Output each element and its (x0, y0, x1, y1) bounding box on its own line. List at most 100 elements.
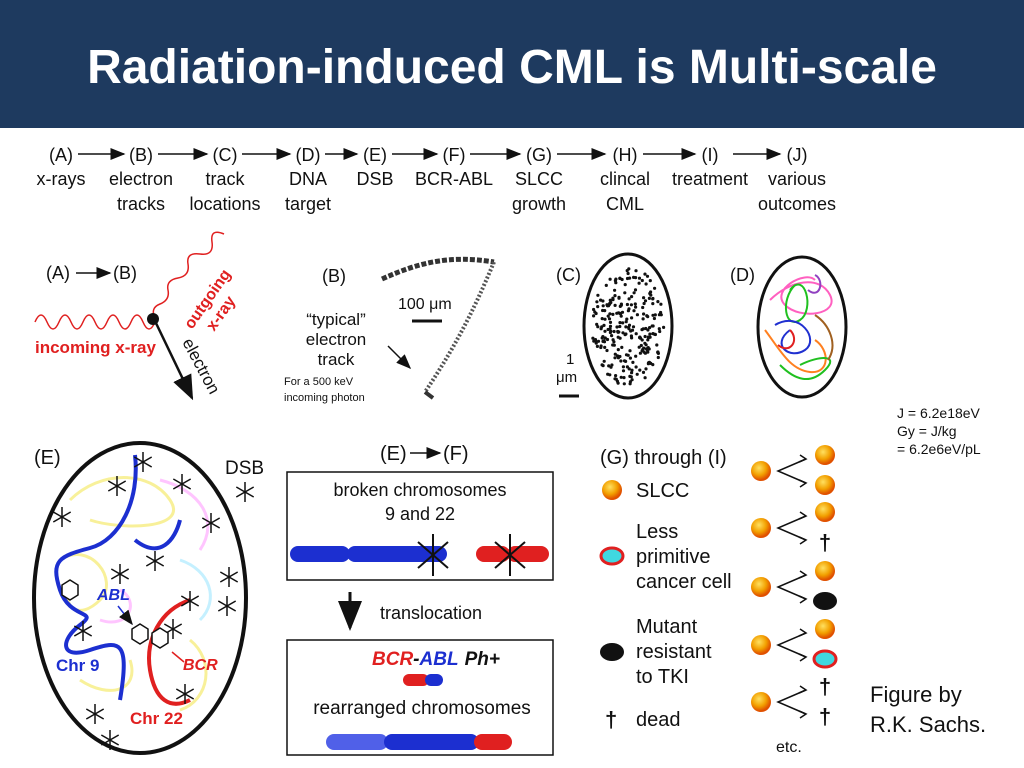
track-dot (638, 335, 642, 339)
track-dot (633, 288, 638, 292)
track-dot (600, 317, 604, 321)
track-dot (613, 303, 617, 307)
track-dot (607, 317, 612, 321)
chr9-path (54, 454, 138, 701)
panel-g: (G) through (I) SLCC Less primitive canc… (599, 445, 838, 756)
flow-id-9: (J) (787, 145, 808, 165)
credit-line-2: R.K. Sachs. (870, 712, 987, 737)
incoming-label: incoming x-ray (35, 338, 156, 357)
track-dot (628, 382, 632, 386)
dead-legend-icon: † (605, 707, 617, 732)
photon-note-1: For a 500 keV (284, 376, 354, 388)
track-dot (659, 313, 663, 317)
dsb-star (201, 513, 221, 533)
parent-slcc (751, 692, 771, 712)
track-dots (591, 267, 666, 386)
track-dot (622, 382, 626, 386)
track-dot (625, 269, 629, 273)
track-dot (613, 279, 618, 283)
dsb-star (52, 507, 72, 527)
split-arrow (776, 632, 807, 658)
rearr-chr-red (474, 734, 512, 750)
track-dot (615, 325, 619, 329)
track-dot (592, 314, 596, 318)
dsb-star (85, 704, 105, 724)
track-dot (621, 365, 626, 369)
track-dot (624, 320, 628, 324)
chr22-right (507, 546, 549, 562)
track-dot (643, 272, 647, 276)
track-top (380, 256, 495, 282)
track-dot (645, 314, 649, 318)
flow-label-4: DSB (356, 169, 393, 189)
track-dot (601, 304, 605, 308)
flow-id-1: (B) (129, 145, 153, 165)
track-dot (659, 302, 663, 306)
dsb-star (107, 476, 127, 496)
track-dot (630, 378, 634, 382)
track-dot (594, 341, 598, 345)
track-dot (622, 359, 627, 363)
panel-d-label: (D) (730, 265, 755, 285)
track-dot (618, 276, 622, 280)
track-dot (641, 317, 645, 321)
chr9-right (347, 546, 447, 562)
track-dot (631, 360, 635, 364)
track-dot (608, 324, 613, 328)
track-dot (608, 330, 613, 335)
track-dot (634, 354, 638, 358)
track-dot (599, 298, 603, 302)
track-dot (648, 326, 652, 330)
track-dot (613, 377, 617, 381)
track-dot (603, 345, 607, 349)
track-dot (653, 286, 657, 290)
track-dot (642, 312, 646, 316)
track-dot (615, 354, 620, 358)
track-dot (644, 343, 648, 347)
track-dot (596, 293, 600, 297)
track-dot (608, 277, 612, 281)
track-dot (651, 363, 655, 367)
track-dot (633, 302, 637, 306)
track-dot (655, 343, 659, 347)
track-dot (641, 327, 645, 331)
panel-ab-b: (B) (113, 263, 137, 283)
dsb-star (175, 684, 195, 704)
track-dot (606, 327, 610, 332)
track-dot (595, 300, 599, 304)
track-dot (613, 356, 617, 360)
track-dot (644, 367, 648, 371)
track-dot (648, 291, 652, 296)
dsb-star (110, 564, 130, 584)
track-dot (593, 338, 598, 342)
flow-label-7: clincal (600, 169, 650, 189)
track-dot (648, 279, 652, 283)
chr22-label: Chr 22 (130, 709, 183, 728)
track-dot (610, 334, 614, 338)
nucleus-e (32, 441, 248, 755)
track-dot (618, 336, 622, 340)
etc-label: etc. (776, 739, 802, 756)
track-dot (634, 305, 638, 309)
track-dot (632, 291, 636, 295)
flow-label-1: electron (109, 169, 173, 189)
track-dot (620, 345, 624, 349)
track-dot (653, 332, 657, 336)
track-dot (627, 323, 632, 327)
dsb-star (73, 621, 93, 641)
panel-d: (D) (730, 255, 848, 399)
flow-label-3: DNA (289, 169, 327, 189)
mutant-label-3: to TKI (636, 666, 689, 688)
track-dot (641, 370, 646, 374)
track-dot (644, 282, 648, 286)
ph-chromosome-red (403, 674, 429, 686)
track-dot (593, 310, 597, 314)
track-dot (634, 269, 638, 273)
track-dot (631, 325, 636, 329)
track-dot (624, 325, 628, 329)
track-dot (623, 283, 627, 287)
track-dot (616, 348, 620, 352)
track-side (423, 261, 496, 394)
scale-um-label: μm (556, 369, 577, 386)
track-dot (621, 331, 625, 335)
